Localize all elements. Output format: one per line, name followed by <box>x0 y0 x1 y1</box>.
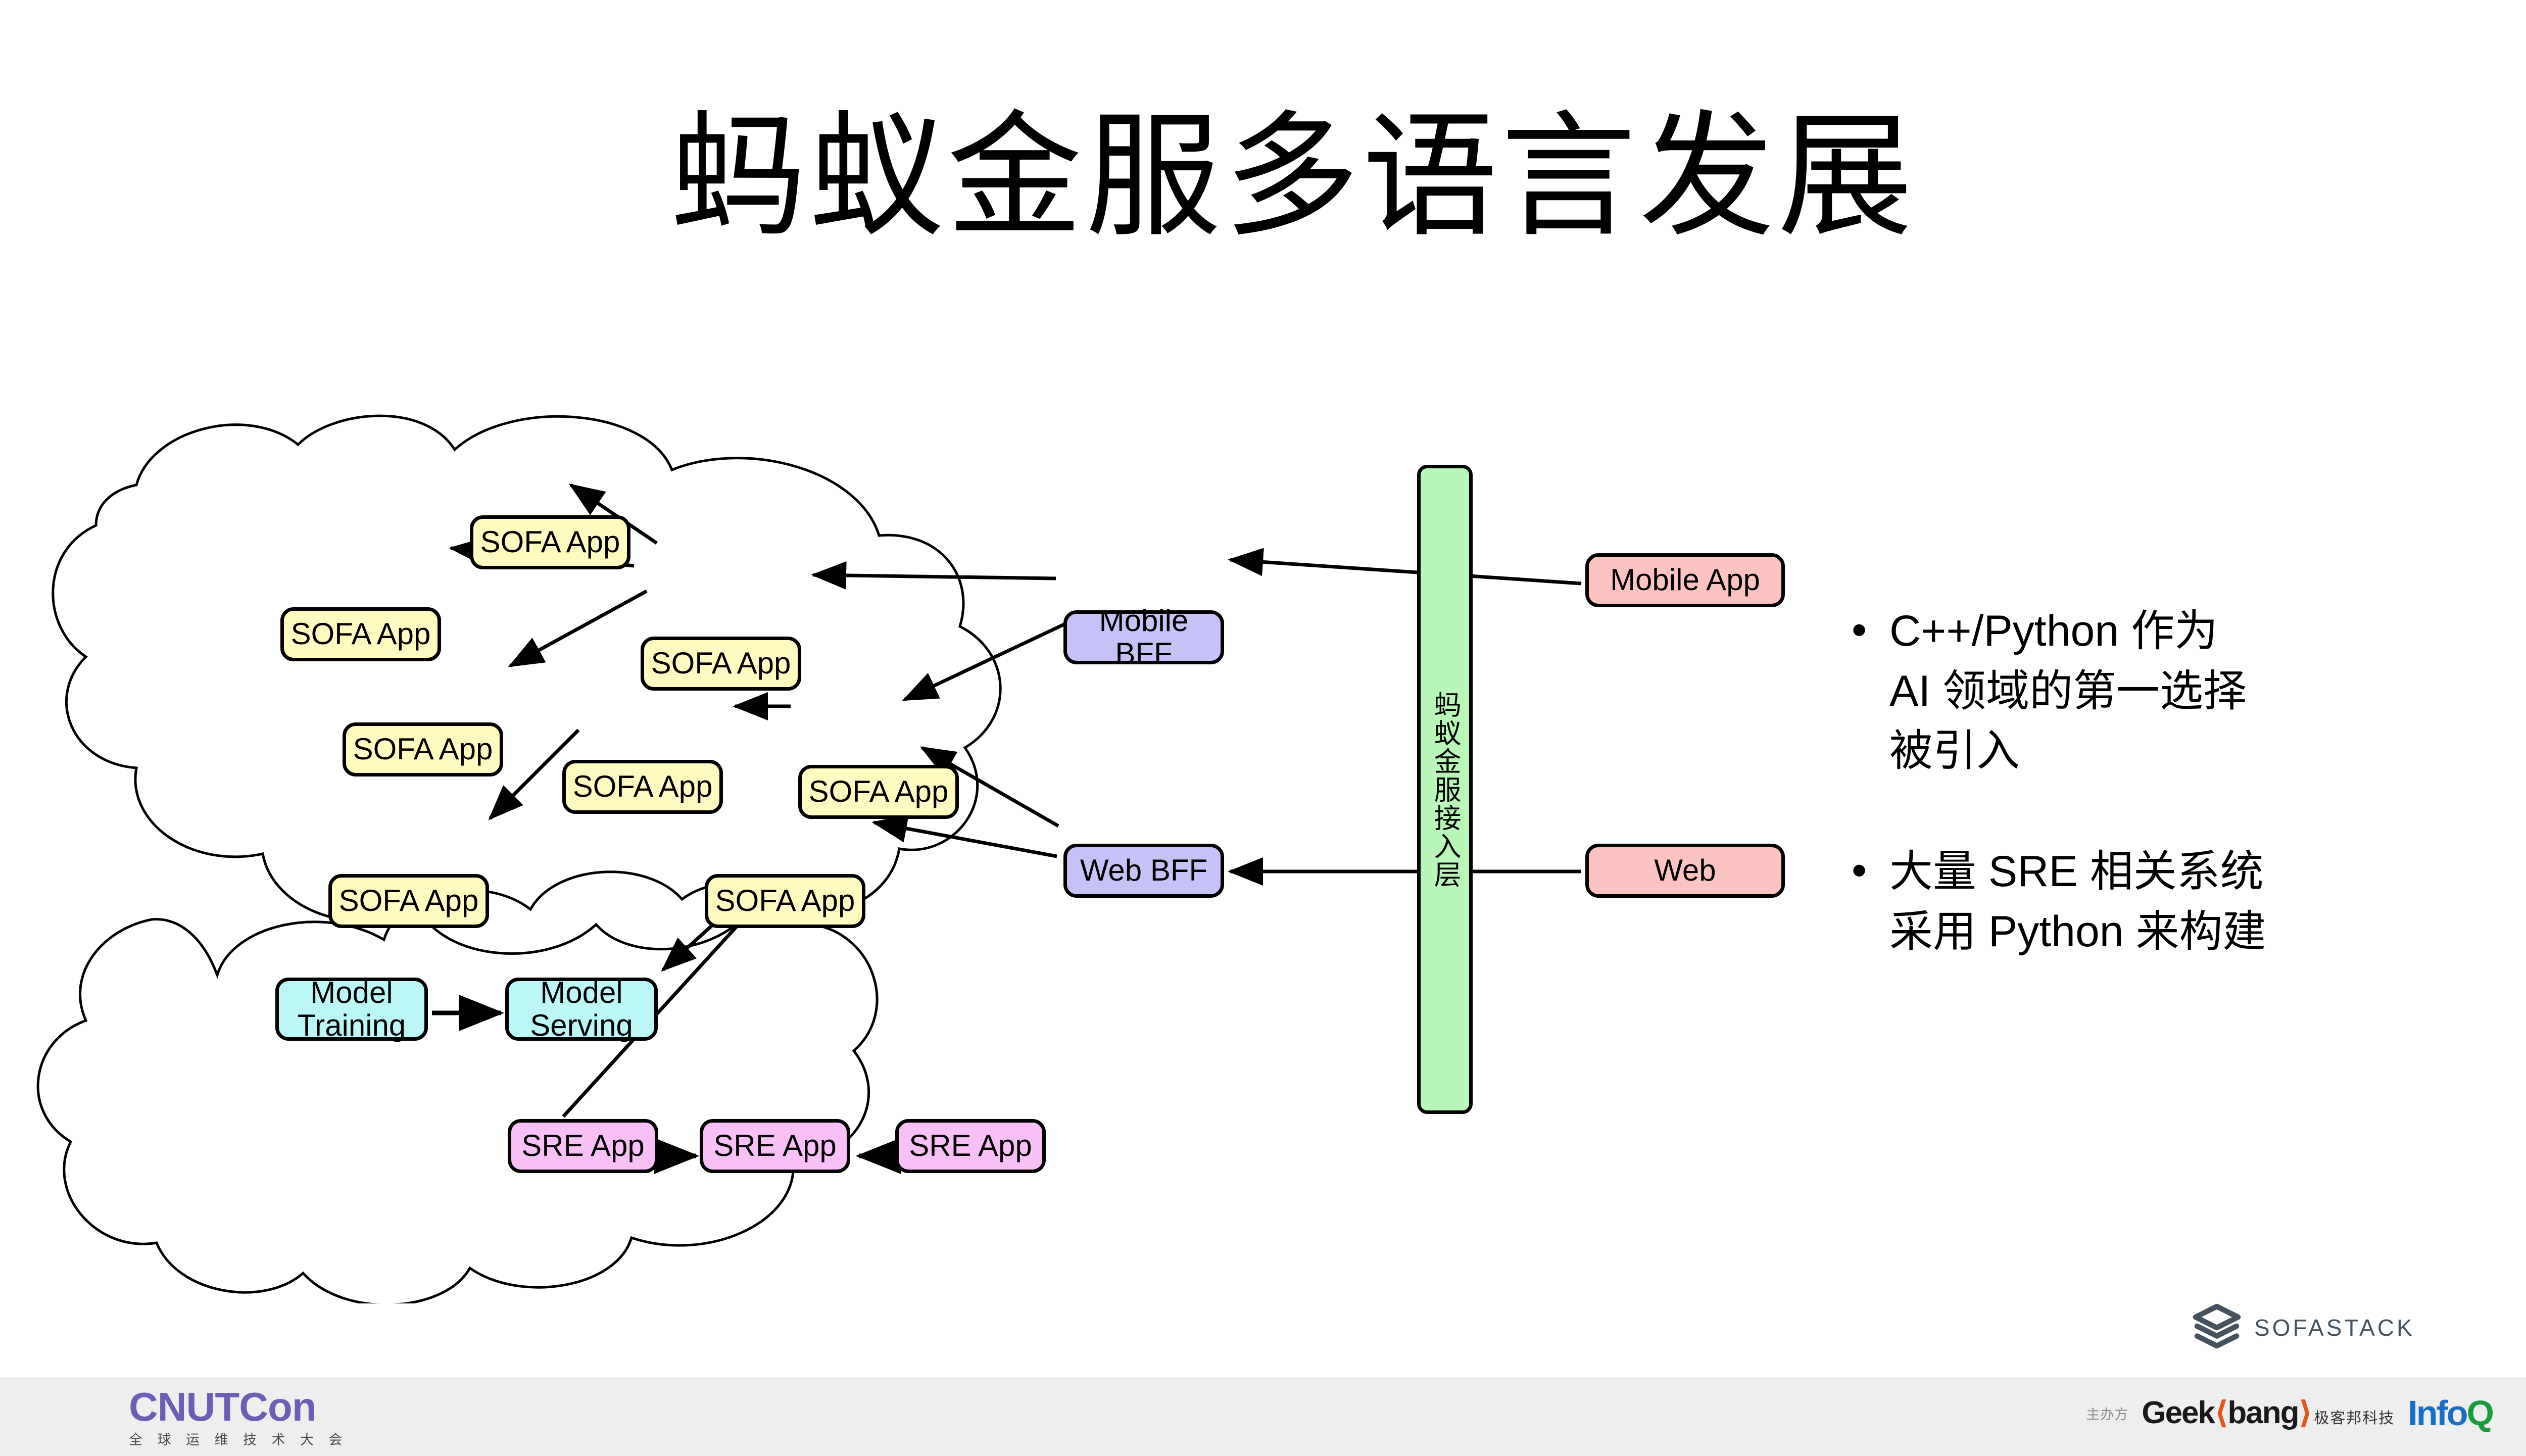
access-layer-label: 蚂蚁金服接入层 <box>1430 690 1460 889</box>
footer-bar <box>0 1378 2526 1456</box>
bullet-text-1: C++/Python 作为 AI 领域的第一选择 被引入 <box>1889 607 2247 775</box>
sponsor-label: 主办方 <box>2086 1406 2129 1422</box>
bullet-item-1: • C++/Python 作为 AI 领域的第一选择 被引入 <box>1829 601 2526 781</box>
node-sre-app-3[interactable]: SRE App <box>895 1119 1046 1173</box>
node-sofa-app-6[interactable]: SOFA App <box>798 765 959 819</box>
node-mobile-bff[interactable]: Mobile BFF <box>1063 604 1224 669</box>
node-sre-app-2[interactable]: SRE App <box>700 1119 850 1173</box>
node-model-serving[interactable]: Model Serving <box>505 976 658 1041</box>
node-web-bff[interactable]: Web BFF <box>1063 844 1224 898</box>
page-title: 蚂蚁金服多语言发展 <box>670 101 1916 252</box>
bullet-marker-icon: • <box>1851 846 1867 895</box>
sponsor-group: 主办方 Geek⟨bang⟩ 极客邦科技 InfoQ <box>2086 1393 2494 1433</box>
node-web[interactable]: Web <box>1585 844 1785 898</box>
geekbang-chevron-right-icon: ⟩ <box>2298 1395 2312 1430</box>
edge-wbff-sofa8 <box>871 814 1057 858</box>
geekbang-sub-label: 极客邦科技 <box>2314 1410 2395 1427</box>
geekbang-word-b: bang <box>2227 1395 2299 1430</box>
node-model-training[interactable]: Model Training <box>275 976 428 1041</box>
geekbang-logo: Geek⟨bang⟩ 极客邦科技 <box>2142 1397 2395 1429</box>
cnutcon-logo: CNUTCon 全 球 运 维 技 术 大 会 <box>129 1387 348 1447</box>
node-sofa-app-5[interactable]: SOFA App <box>562 760 723 814</box>
cnutcon-tagline: 全 球 运 维 技 术 大 会 <box>129 1432 348 1447</box>
cnutcon-wordmark: CNUTCon <box>129 1384 317 1429</box>
sofastack-wordmark: SOFASTACK <box>2254 1315 2415 1341</box>
bullet-item-2: • 大量 SRE 相关系统 采用 Python 来构建 <box>1829 842 2526 961</box>
node-sofa-app-1[interactable]: SOFA App <box>470 515 630 569</box>
node-mobile-app[interactable]: Mobile App <box>1585 553 1785 607</box>
bullet-marker-icon: • <box>1851 606 1867 654</box>
edge-sofa5-sofa7 <box>488 729 580 820</box>
edge-mbff-sofa6 <box>902 614 1082 702</box>
bullet-text-2: 大量 SRE 相关系统 采用 Python 来构建 <box>1889 847 2266 956</box>
bullet-list: • C++/Python 作为 AI 领域的第一选择 被引入 • 大量 SRE … <box>1829 601 2526 1022</box>
edge-sofa3-sofa1 <box>568 483 658 545</box>
infoq-word-a: Info <box>2408 1393 2468 1433</box>
infoq-logo: InfoQ <box>2408 1393 2494 1433</box>
architecture-diagram: SOFA App SOFA App SOFA App SOFA App SOFA… <box>0 414 1819 1303</box>
sofastack-mark-icon <box>2193 1303 2241 1349</box>
sofastack-logo: SOFASTACK <box>2193 1303 2415 1352</box>
node-sofa-app-2[interactable]: SOFA App <box>280 607 441 661</box>
node-sofa-app-7[interactable]: SOFA App <box>328 874 489 928</box>
node-sofa-app-3[interactable]: SOFA App <box>641 637 801 691</box>
access-layer-bar[interactable]: 蚂蚁金服接入层 <box>1417 465 1473 1114</box>
geekbang-word-a: Geek <box>2142 1395 2215 1430</box>
edge-mbff-sofa3 <box>811 561 1056 590</box>
node-sofa-app-4[interactable]: SOFA App <box>343 722 503 776</box>
node-sofa-app-8[interactable]: SOFA App <box>705 874 865 928</box>
node-sre-app-1[interactable]: SRE App <box>508 1119 658 1173</box>
edge-mobileapp-mbff <box>1228 548 1582 586</box>
edge-wbff-sofa6 <box>919 746 1059 828</box>
edge-sofa3-sofa4 <box>508 589 648 668</box>
geekbang-wordmark: Geek⟨bang⟩ <box>2142 1395 2312 1430</box>
cloud-lower-outline <box>36 870 879 1303</box>
cloud-upper-outline <box>52 414 1002 955</box>
infoq-word-q: Q <box>2466 1393 2494 1433</box>
geekbang-chevron-left-icon: ⟨ <box>2214 1395 2228 1430</box>
